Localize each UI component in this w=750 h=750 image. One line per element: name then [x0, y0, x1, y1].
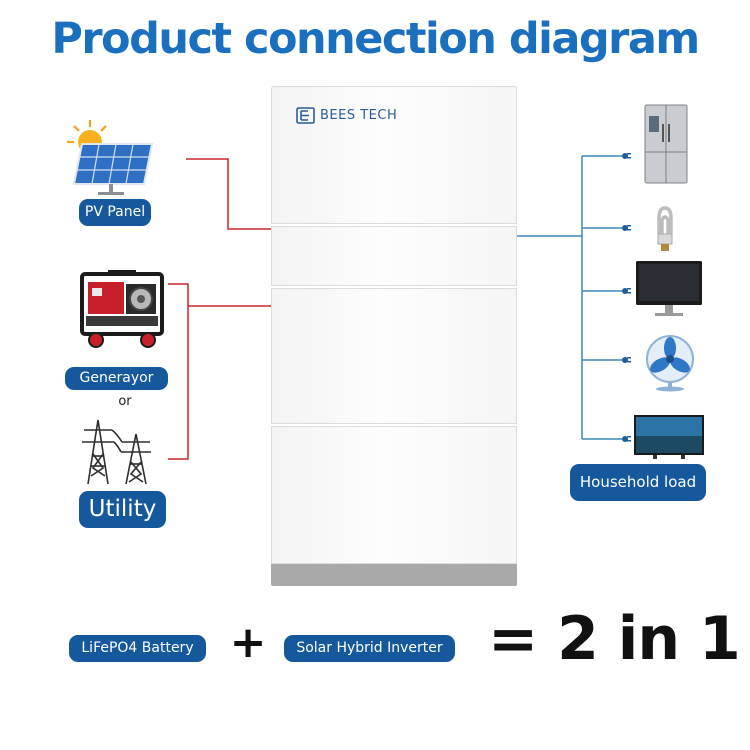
plug-icon [622, 225, 631, 231]
brand-logo: BEES TECH [296, 107, 397, 124]
plug-icons [622, 153, 631, 442]
brand-name: BEES TECH [320, 108, 398, 123]
page-title: Product connection diagram [51, 14, 700, 64]
utility-label: Utility [79, 491, 166, 528]
bees-tech-logo-icon [296, 107, 315, 124]
generator-icon [80, 270, 164, 348]
power-tower-icon [82, 419, 151, 485]
load-lines [517, 155, 622, 440]
plug-icon [622, 436, 631, 442]
cabinet-base [271, 564, 517, 586]
result-text: = 2 in 1 [488, 604, 741, 674]
solar-panel-icon [67, 120, 154, 195]
plug-icon [622, 357, 631, 363]
battery-module-1 [271, 226, 517, 286]
or-text: or [118, 394, 132, 409]
pv-panel-label: PV Panel [79, 199, 151, 226]
plus-sign: + [229, 617, 267, 668]
refrigerator-icon [644, 104, 688, 184]
light-bulb-icon [657, 206, 673, 251]
television-icon [634, 415, 704, 459]
household-load-label: Household load [570, 464, 706, 501]
pv-line [186, 158, 271, 230]
inverter-module: BEES TECH [271, 86, 517, 224]
source-lines [168, 158, 271, 460]
battery-inverter-cabinet: BEES TECH [271, 86, 517, 586]
battery-module-3 [271, 426, 517, 564]
plug-icon [622, 153, 631, 159]
plug-icon [622, 288, 631, 294]
generator-utility-bracket [168, 283, 189, 460]
monitor-icon [636, 261, 702, 316]
battery-module-2 [271, 288, 517, 424]
solar-hybrid-inverter-label: Solar Hybrid Inverter [284, 635, 455, 662]
generator-label: Generayor [65, 367, 168, 390]
fan-icon [646, 335, 694, 392]
lifepo4-battery-label: LiFePO4 Battery [69, 635, 206, 662]
